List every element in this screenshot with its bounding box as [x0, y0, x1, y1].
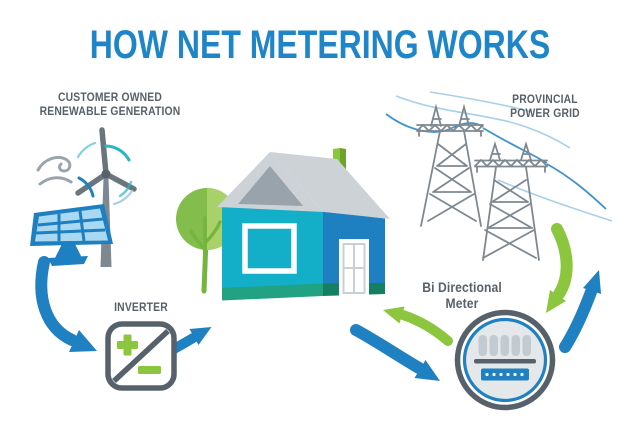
- rotation-arcs: [76, 141, 134, 206]
- wind-icon: [36, 155, 73, 186]
- window: [242, 223, 297, 274]
- arrow-solar-to-inverter: [35, 256, 97, 352]
- inverter-icon: [105, 321, 177, 391]
- door: [339, 239, 369, 298]
- house-front-wall: [222, 206, 323, 289]
- label-renewable-generation: CUSTOMER OWNED RENEWABLE GENERATION: [39, 92, 181, 118]
- arrow-meter-to-grid: [559, 270, 601, 353]
- label-provincial-power-grid: PROVINCIAL POWER GRID: [510, 94, 580, 120]
- arrow-meter-to-house: [383, 306, 453, 346]
- minus-sign: [138, 366, 161, 374]
- transmission-tower-icon: [416, 103, 548, 261]
- page-title: HOW NET METERING WORKS: [89, 23, 551, 67]
- label-bidirectional-meter: Bi Directional Meter: [422, 280, 502, 311]
- house-icon: [217, 148, 390, 301]
- roof-gable-inner: [238, 166, 303, 206]
- solar-panel-icon: [30, 204, 113, 266]
- arrow-house-to-meter: [350, 324, 440, 381]
- house-front-base: [222, 283, 323, 301]
- label-inverter: INVERTER: [114, 302, 168, 314]
- meter-icon: [454, 309, 556, 411]
- arrow-grid-to-meter: [546, 223, 573, 313]
- plus-sign: [117, 334, 138, 356]
- wind-turbine-icon: [75, 127, 137, 267]
- meter-display: [474, 335, 536, 381]
- power-lines: [385, 91, 613, 222]
- roof-side: [270, 152, 390, 219]
